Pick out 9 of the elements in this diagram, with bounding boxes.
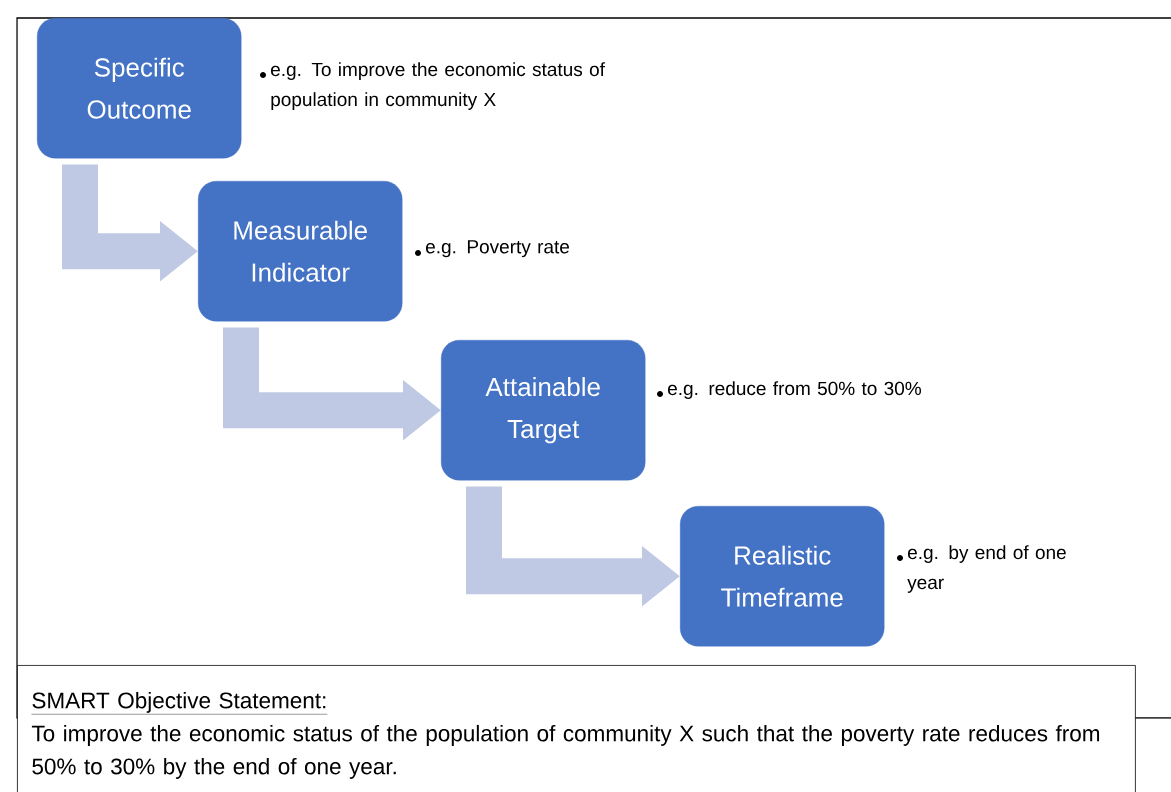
example-note: e.g. Poverty rate	[415, 240, 570, 258]
process-box: Specific Outcome	[37, 18, 242, 159]
example-note: e.g. by end of one year	[897, 545, 1066, 593]
example-note: e.g. To improve the economic status of population in community X	[260, 62, 605, 110]
process-box: Attainable Target	[441, 340, 646, 481]
process-box: Measurable Indicator	[198, 181, 403, 322]
example-note: e.g. reduce from 50% to 30%	[657, 381, 921, 399]
process-box: Realistic Timeframe	[680, 506, 885, 647]
statement-box: SMART Objective Statement: To improve the economic status of the population of community X such that the poverty rate reduces from 50% to 30% by the end of one year.	[17, 665, 1136, 792]
